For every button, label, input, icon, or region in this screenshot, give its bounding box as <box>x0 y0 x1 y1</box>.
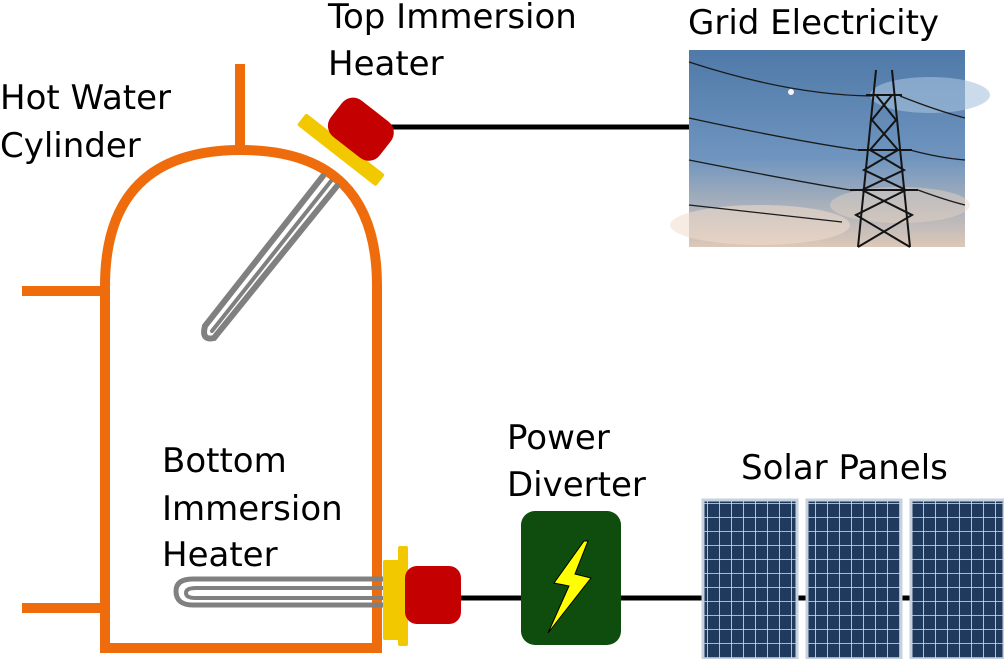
bottom-heater-element <box>176 579 385 605</box>
power-pylon-photo <box>670 50 990 247</box>
diverter-line-1: Power <box>507 418 610 458</box>
label-power-diverter: Power Diverter <box>507 418 646 505</box>
grid-line-1: Grid Electricity <box>688 3 939 43</box>
top-heater-cap <box>322 92 399 166</box>
label-grid-electricity: Grid Electricity <box>688 3 939 43</box>
top-heater-element-inner <box>212 181 331 331</box>
bottom-heater-element-inner <box>186 588 385 598</box>
label-bottom-immersion-heater: Bottom Immersion Heater <box>162 441 354 575</box>
label-solar-panels: Solar Panels <box>741 448 948 488</box>
solar-panel-1 <box>703 500 797 659</box>
bottom-heater-line-1: Bottom <box>162 441 287 481</box>
label-hot-water-cylinder: Hot Water Cylinder <box>0 78 182 166</box>
bottom-heater-line-3: Heater <box>162 535 278 575</box>
bottom-heater-line-2: Immersion <box>162 489 343 529</box>
hot-water-cylinder-line-2: Cylinder <box>0 126 141 166</box>
hot-water-cylinder-line-1: Hot Water <box>0 78 171 118</box>
solar-panel-3 <box>911 500 1004 659</box>
solar-panel-2 <box>807 500 901 659</box>
top-heater-line-1: Top Immersion <box>327 0 577 37</box>
label-top-immersion-heater: Top Immersion Heater <box>327 0 588 84</box>
power-diverter <box>521 511 621 645</box>
diverter-line-2: Diverter <box>507 465 646 505</box>
solar-panels <box>703 500 1004 659</box>
bottom-heater-cap <box>405 566 461 624</box>
top-heater-line-2: Heater <box>328 44 444 84</box>
solar-line-1: Solar Panels <box>741 448 948 488</box>
bottom-heater-flange <box>383 560 399 640</box>
